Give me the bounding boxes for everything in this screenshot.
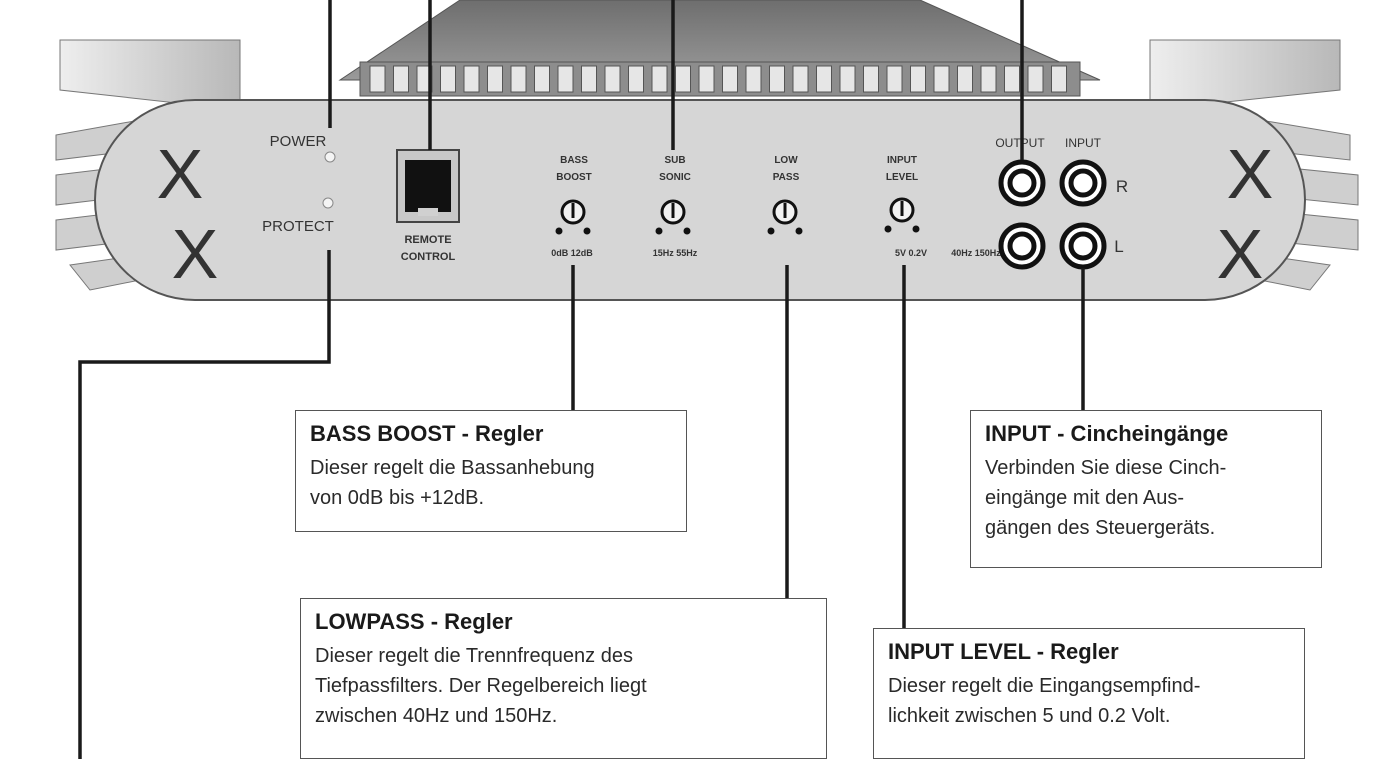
remote-jack-socket xyxy=(405,160,451,212)
bass-boost-label-2: BOOST xyxy=(556,172,592,183)
vent-slot xyxy=(1027,65,1044,93)
low-pass-label-2: PASS xyxy=(773,172,800,183)
vent-slot xyxy=(628,65,644,93)
logo-mark-top-left: X xyxy=(157,135,204,213)
protect-label: PROTECT xyxy=(262,218,334,235)
callout-lowpass-line-3: zwischen 40Hz und 150Hz. xyxy=(315,705,558,727)
vent-slot xyxy=(745,65,762,93)
bass-boost-range: 0dB 12dB xyxy=(551,248,593,258)
bass-boost-label-1: BASS xyxy=(560,155,588,166)
sub-sonic-range: 15Hz 55Hz xyxy=(653,248,698,258)
callout-bass-boost-title: BASS BOOST - Regler xyxy=(310,421,544,446)
input-l-jack[interactable] xyxy=(1059,222,1107,270)
vent-slot xyxy=(651,65,668,93)
vent-slot xyxy=(463,65,480,93)
callout-input-level: INPUT LEVEL - Regler Dieser regelt die E… xyxy=(873,628,1305,759)
vent-slot xyxy=(1051,65,1067,93)
sub-sonic-knob[interactable] xyxy=(655,199,691,235)
vent-slot xyxy=(933,65,950,93)
remote-label-2: CONTROL xyxy=(401,251,456,263)
input-level-knob[interactable] xyxy=(884,197,920,233)
power-led xyxy=(324,151,336,163)
remote-label-1: REMOTE xyxy=(404,234,451,246)
sub-sonic-label-2: SONIC xyxy=(659,172,691,183)
vent-slot xyxy=(792,65,809,93)
callout-input-level-line-1: Dieser regelt die Eingangsempfind- xyxy=(888,675,1201,697)
callout-input-title: INPUT - Cincheingänge xyxy=(985,421,1229,446)
bass-boost-knob[interactable] xyxy=(555,199,591,235)
sub-sonic-label-1: SUB xyxy=(664,155,685,166)
vent-slot xyxy=(534,65,550,93)
leader-lines xyxy=(78,0,1085,759)
vent-slot xyxy=(557,65,574,93)
callout-input-line-1: Verbinden Sie diese Cinch- xyxy=(985,457,1227,479)
logo-mark-bottom-left: X xyxy=(172,215,219,293)
vent-slot xyxy=(910,65,926,93)
vent-slot xyxy=(769,65,785,93)
leader-protect xyxy=(78,250,331,759)
low-pass-knob[interactable] xyxy=(767,199,803,235)
input-label: INPUT xyxy=(1065,136,1102,150)
callout-input-level-title: INPUT LEVEL - Regler xyxy=(888,639,1119,664)
vent-slot xyxy=(487,65,503,93)
vent-slot xyxy=(1004,65,1020,93)
power-label: POWER xyxy=(270,133,327,150)
vent-slot xyxy=(581,65,597,93)
callout-bass-boost: BASS BOOST - Regler Dieser regelt die Ba… xyxy=(295,410,687,532)
callout-input-line-2: eingänge mit den Aus- xyxy=(985,487,1185,509)
input-level-range: 5V 0.2V xyxy=(895,248,927,258)
vent-slot xyxy=(980,65,997,93)
logo-mark-bottom-right: X xyxy=(1217,215,1264,293)
vent-slot xyxy=(722,65,738,93)
vent-slot xyxy=(369,65,386,93)
vent-slot xyxy=(510,65,527,93)
left-channel-label: L xyxy=(1114,237,1123,256)
right-channel-label: R xyxy=(1116,177,1128,196)
output-r-jack[interactable] xyxy=(998,159,1046,207)
callout-input: INPUT - Cincheingänge Verbinden Sie dies… xyxy=(970,410,1322,568)
remote-jack-clip xyxy=(418,208,438,216)
vent-slot xyxy=(698,65,715,93)
callout-bass-boost-line-2: von 0dB bis +12dB. xyxy=(310,487,485,509)
vent-slot xyxy=(957,65,973,93)
input-level-label-1: INPUT xyxy=(887,155,917,166)
logo-mark-top-right: X xyxy=(1227,135,1274,213)
vent-slot xyxy=(816,65,832,93)
vent-slot xyxy=(675,65,691,93)
vent-slot xyxy=(393,65,409,93)
protect-led xyxy=(322,197,334,209)
low-pass-label-1: LOW xyxy=(774,155,798,166)
input-r-jack[interactable] xyxy=(1059,159,1107,207)
callout-input-level-line-2: lichkeit zwischen 5 und 0.2 Volt. xyxy=(888,705,1171,727)
vent-slot xyxy=(604,65,621,93)
callout-lowpass: LOWPASS - Regler Dieser regelt die Trenn… xyxy=(300,598,827,759)
vent-slot xyxy=(863,65,879,93)
output-l-jack[interactable] xyxy=(998,222,1046,270)
low-pass-range: 40Hz 150Hz xyxy=(951,248,1001,258)
input-level-label-2: LEVEL xyxy=(886,172,918,183)
vent-slot xyxy=(440,65,456,93)
top-vents xyxy=(369,65,1067,93)
vent-slot xyxy=(886,65,903,93)
callout-lowpass-line-1: Dieser regelt die Trennfrequenz des xyxy=(315,645,633,667)
callout-lowpass-line-2: Tiefpassfilters. Der Regelbereich liegt xyxy=(315,675,647,697)
callout-input-line-3: gängen des Steuergeräts. xyxy=(985,517,1216,539)
callout-lowpass-title: LOWPASS - Regler xyxy=(315,609,513,634)
callout-bass-boost-line-1: Dieser regelt die Bassanhebung xyxy=(310,457,595,479)
vent-slot xyxy=(839,65,856,93)
front-panel xyxy=(94,99,1306,301)
